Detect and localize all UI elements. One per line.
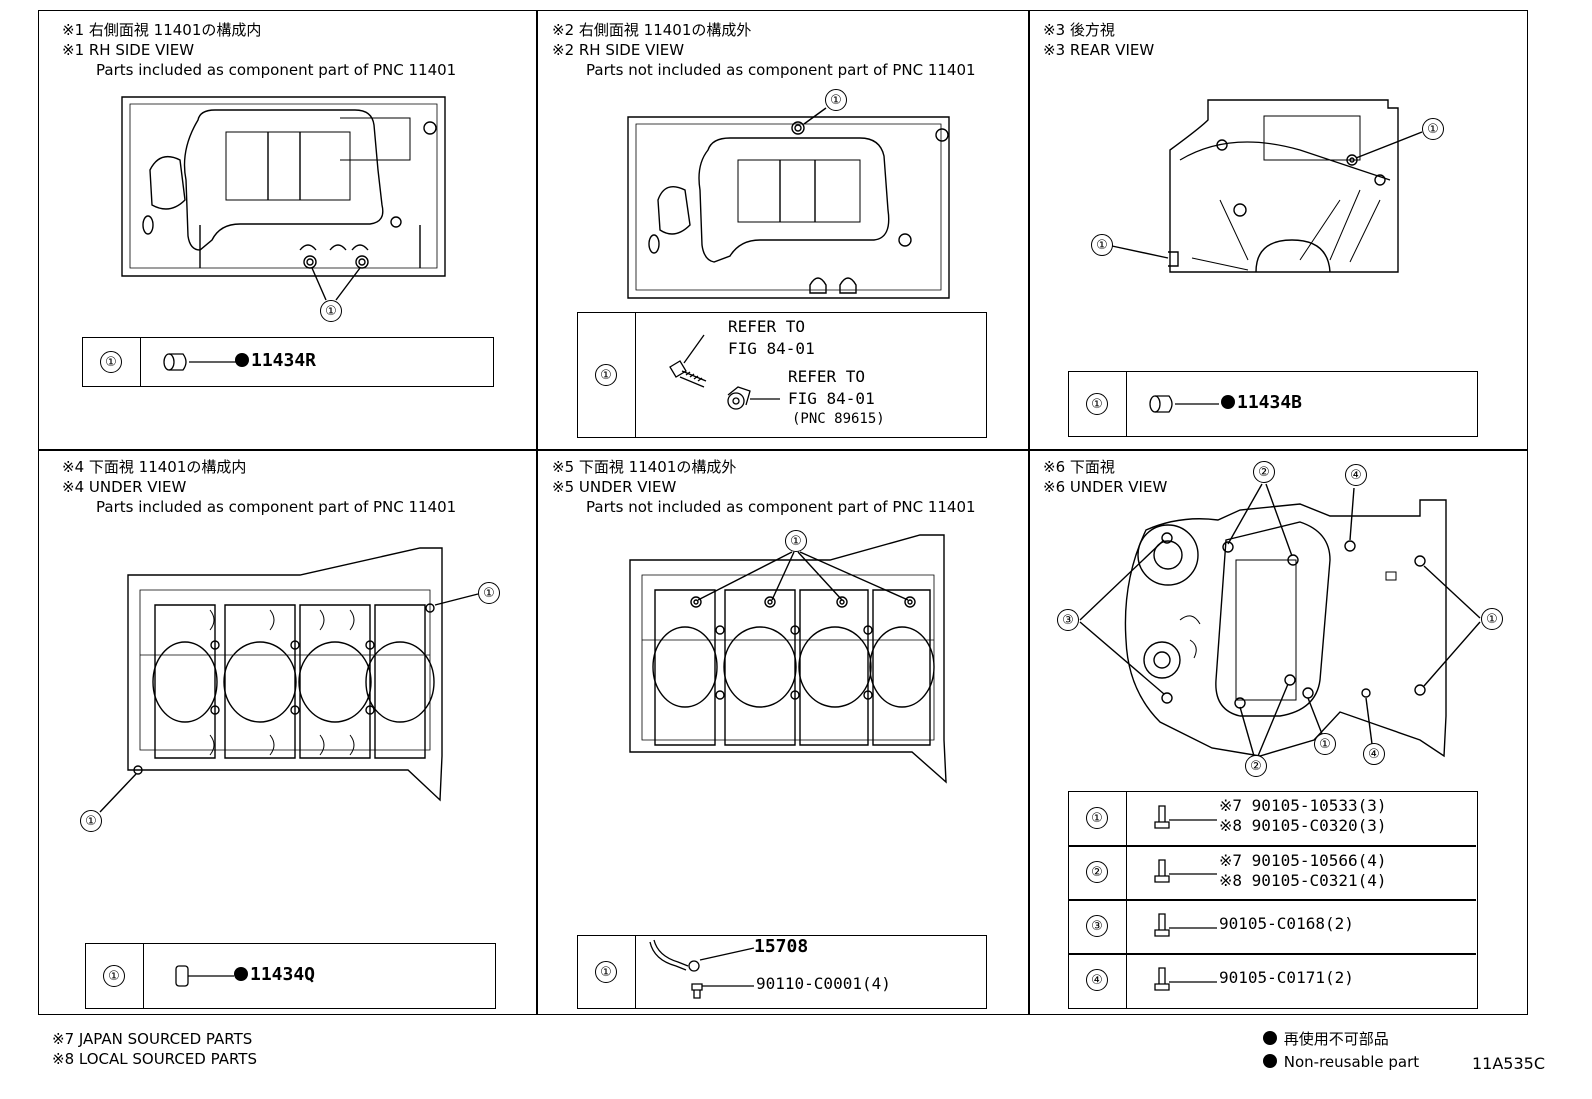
part-number: ※7 90105-10566(4): [1219, 851, 1387, 870]
callout-1: ①: [785, 530, 807, 552]
refer-label: REFER TO: [788, 367, 866, 386]
footnote-8: ※8 LOCAL SOURCED PARTS: [52, 1050, 257, 1068]
callout-1: ①: [1314, 733, 1336, 755]
legend-non-reusable-en: Non-reusable part: [1263, 1053, 1419, 1071]
non-reusable-dot-icon: [234, 967, 248, 981]
part-number: 15708: [754, 936, 809, 957]
panel-title-ja: ※4 下面視 11401の構成内: [62, 458, 247, 476]
panel-title-ja: ※1 右側面視 11401の構成内: [62, 21, 262, 39]
panel-header-1: ※1 右側面視 11401の構成内 ※1 RH SIDE VIEW Parts …: [62, 20, 456, 80]
knock-pin-icon: [163, 353, 238, 371]
callout-4: ④: [1345, 464, 1367, 486]
illustration-code: 11A535C: [1472, 1054, 1546, 1073]
divider: [38, 449, 1528, 451]
row-callout: ④: [1086, 969, 1108, 991]
row-callout: ①: [103, 965, 125, 987]
row-callout: ③: [1086, 915, 1108, 937]
panel-title-en: ※3 REAR VIEW: [1043, 41, 1155, 59]
part-number: ※7 90105-10533(3): [1219, 796, 1387, 815]
row-callout: ①: [595, 364, 617, 386]
panel-title-en: ※4 UNDER VIEW: [62, 478, 187, 496]
refer-pnc: (PNC 89615): [792, 411, 885, 427]
bolt-icon: [1154, 805, 1217, 829]
parts-table-6: ① ② ③ ④ ※7 90105-10533(3) ※8 90105-C0320…: [1068, 791, 1478, 1009]
row-callout: ①: [100, 351, 122, 373]
knock-pin-icon: [175, 965, 234, 987]
part-number: 90105-C0171(2): [1219, 968, 1354, 987]
panel-note: Parts not included as component part of …: [586, 498, 976, 516]
part-number: 11434B: [1221, 392, 1302, 413]
panel-header-4: ※4 下面視 11401の構成内 ※4 UNDER VIEW Parts inc…: [62, 457, 456, 517]
diagram-frame: [38, 10, 1528, 1015]
callout-1: ①: [478, 582, 500, 604]
callout-2: ②: [1253, 461, 1275, 483]
panel-header-5: ※5 下面視 11401の構成外 ※5 UNDER VIEW Parts not…: [552, 457, 976, 517]
bolt-icon: [1154, 913, 1217, 937]
parts-table-3: ① 11434B: [1068, 371, 1478, 437]
panel-title-en: ※5 UNDER VIEW: [552, 478, 677, 496]
row-callout: ①: [1086, 393, 1108, 415]
divider: [536, 10, 538, 1015]
panel-title-en: ※2 RH SIDE VIEW: [552, 41, 685, 59]
bolt-and-sensor-icon: [669, 334, 780, 410]
refer-label: REFER TO: [728, 317, 806, 336]
refer-figure: FIG 84-01: [788, 389, 875, 408]
knock-pin-icon: [1149, 395, 1219, 413]
part-number: 90110-C0001(4): [756, 974, 891, 993]
callout-1: ①: [1091, 234, 1113, 256]
panel-title-en: ※1 RH SIDE VIEW: [62, 41, 195, 59]
part-number: ※8 90105-C0320(3): [1219, 816, 1387, 835]
row-callout: ①: [595, 961, 617, 983]
panel-title-ja: ※6 下面視: [1043, 458, 1115, 476]
part-number: ※8 90105-C0321(4): [1219, 871, 1387, 890]
non-reusable-dot-icon: [1221, 395, 1235, 409]
divider: [1028, 10, 1030, 1015]
callout-1: ①: [80, 810, 102, 832]
non-reusable-dot-icon: [235, 353, 249, 367]
legend-non-reusable-ja: 再使用不可部品: [1263, 1028, 1389, 1049]
panel-title-ja: ※2 右側面視 11401の構成外: [552, 21, 752, 39]
callout-2: ②: [1245, 755, 1267, 777]
bolt-icon: [1154, 859, 1217, 883]
oil-jet-and-bolt-icon: [649, 939, 755, 999]
bolt-icon: [1154, 967, 1217, 991]
panel-header-6: ※6 下面視 ※6 UNDER VIEW: [1043, 457, 1167, 497]
non-reusable-dot-icon: [1263, 1054, 1277, 1068]
part-number: 11434Q: [234, 964, 315, 985]
footnote-7: ※7 JAPAN SOURCED PARTS: [52, 1030, 253, 1048]
callout-1: ①: [825, 89, 847, 111]
callout-1: ①: [1422, 118, 1444, 140]
refer-figure: FIG 84-01: [728, 339, 815, 358]
callout-3: ③: [1057, 609, 1079, 631]
panel-header-2: ※2 右側面視 11401の構成外 ※2 RH SIDE VIEW Parts …: [552, 20, 976, 80]
callout-1: ①: [320, 300, 342, 322]
parts-table-5: ① 15708 90110-C0001(4): [577, 935, 987, 1009]
panel-note: Parts included as component part of PNC …: [96, 61, 457, 79]
row-callout: ①: [1086, 807, 1108, 829]
row-callout: ②: [1086, 861, 1108, 883]
non-reusable-dot-icon: [1263, 1031, 1277, 1045]
parts-table-2: ① REFER TO FIG 84-01 REFER TO FIG 84-01 …: [577, 312, 987, 438]
panel-title-ja: ※3 後方視: [1043, 21, 1115, 39]
callout-1: ①: [1481, 608, 1503, 630]
panel-title-ja: ※5 下面視 11401の構成外: [552, 458, 737, 476]
callout-4: ④: [1363, 743, 1385, 765]
panel-note: Parts included as component part of PNC …: [96, 498, 457, 516]
part-number: 11434R: [235, 350, 316, 371]
panel-header-3: ※3 後方視 ※3 REAR VIEW: [1043, 20, 1154, 60]
parts-table-4: ① 11434Q: [85, 943, 496, 1009]
panel-note: Parts not included as component part of …: [586, 61, 976, 79]
parts-table-1: ① 11434R: [82, 337, 494, 387]
panel-title-en: ※6 UNDER VIEW: [1043, 478, 1168, 496]
part-number: 90105-C0168(2): [1219, 914, 1354, 933]
